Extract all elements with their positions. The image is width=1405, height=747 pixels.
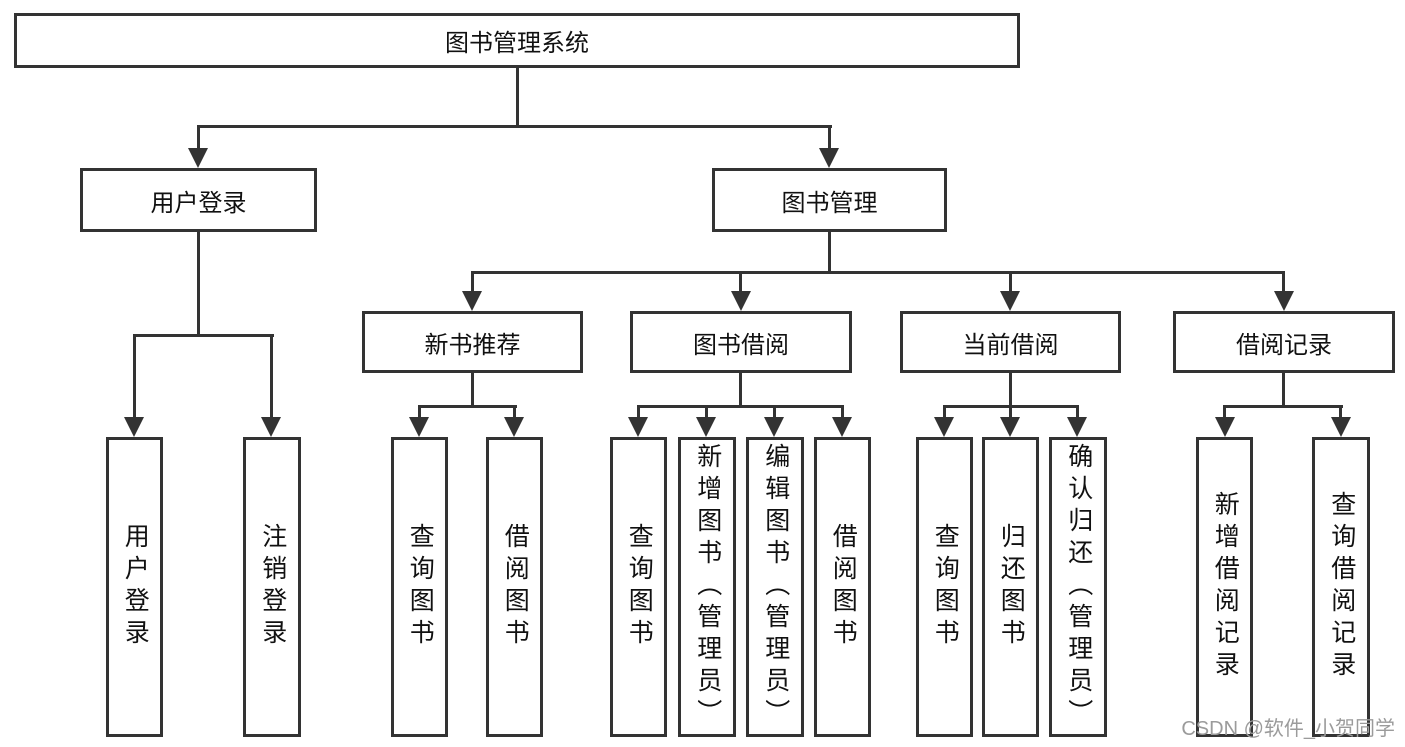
node-root-label: 图书管理系统 — [445, 30, 589, 57]
leaf-cb-query-books: 查询图书 — [916, 437, 973, 737]
leaf-logout: 注销登录 — [243, 437, 301, 737]
node-book-borrow: 图书借阅 — [630, 311, 852, 373]
node-new-books: 新书推荐 — [362, 311, 583, 373]
arrowhead-cb-confirm — [1067, 417, 1087, 437]
connector-drop-bb-add — [705, 405, 708, 419]
arrowhead-br-add — [1215, 417, 1235, 437]
arrowhead-bb-borrow — [832, 417, 852, 437]
arrowhead-nb-query — [409, 417, 429, 437]
node-current-borrow: 当前借阅 — [900, 311, 1121, 373]
connector-drop-nb-query — [418, 405, 421, 419]
connector-drop-logout-leaf — [270, 334, 273, 419]
leaf-user-login: 用户登录 — [106, 437, 163, 737]
arrowhead-cb-query — [934, 417, 954, 437]
node-book-borrow-label: 图书借阅 — [693, 331, 789, 359]
connector-book-mgmt-stem — [828, 232, 831, 271]
arrowhead-cb-return — [1000, 417, 1020, 437]
node-borrow-records-label: 借阅记录 — [1236, 331, 1332, 359]
leaf-nb-query-books: 查询图书 — [391, 437, 448, 737]
leaf-br-query-record: 查询借阅记录 — [1312, 437, 1370, 737]
leaf-bb-add-books-label: 新增图书（管理员） — [693, 443, 722, 731]
arrowhead-new-books — [462, 291, 482, 311]
arrowhead-records — [1274, 291, 1294, 311]
watermark: CSDN @软件_小贺同学 — [1181, 718, 1395, 740]
connector-root-stem — [516, 68, 519, 125]
arrowhead-bb-add — [696, 417, 716, 437]
leaf-nb-query-books-label: 查询图书 — [406, 523, 435, 651]
connector-drop-nb-borrow — [513, 405, 516, 419]
leaf-user-login-label: 用户登录 — [121, 523, 150, 651]
leaf-cb-return-books: 归还图书 — [982, 437, 1039, 737]
arrowhead-borrow — [731, 291, 751, 311]
arrowhead-logout-leaf — [261, 417, 281, 437]
connector-drop-borrow — [739, 271, 742, 293]
leaf-cb-return-books-label: 归还图书 — [997, 523, 1026, 651]
connector-drop-cb-query — [943, 405, 946, 419]
connector-root-rail — [197, 125, 832, 128]
node-current-borrow-label: 当前借阅 — [962, 331, 1059, 359]
connector-book-mgmt-rail — [471, 271, 1285, 274]
connector-drop-br-add — [1223, 405, 1226, 419]
leaf-br-add-record-label: 新增借阅记录 — [1211, 491, 1240, 683]
leaf-logout-label: 注销登录 — [258, 523, 287, 651]
arrowhead-book-mgmt — [819, 148, 839, 168]
connector-drop-login-leaf — [133, 334, 136, 419]
connector-records-stem — [1282, 373, 1285, 405]
node-book-mgmt-label: 图书管理 — [781, 189, 878, 217]
connector-drop-cb-confirm — [1076, 405, 1079, 419]
arrowhead-current — [1000, 291, 1020, 311]
arrowhead-bb-edit — [764, 417, 784, 437]
connector-book-borrow-stem — [739, 373, 742, 405]
node-user-login-label: 用户登录 — [150, 189, 247, 217]
leaf-cb-confirm-return-label: 确认归还（管理员） — [1064, 443, 1093, 731]
node-borrow-records: 借阅记录 — [1173, 311, 1395, 373]
leaf-bb-borrow-books-label: 借阅图书 — [829, 523, 858, 651]
node-new-books-label: 新书推荐 — [424, 331, 521, 359]
leaf-cb-confirm-return: 确认归还（管理员） — [1049, 437, 1107, 737]
connector-user-login-stem — [197, 232, 200, 334]
connector-drop-records — [1282, 271, 1285, 293]
connector-drop-bb-query — [637, 405, 640, 419]
connector-drop-current — [1009, 271, 1012, 293]
leaf-nb-borrow-books: 借阅图书 — [486, 437, 543, 737]
arrowhead-user-login — [188, 148, 208, 168]
node-root: 图书管理系统 — [14, 13, 1020, 68]
leaf-cb-query-books-label: 查询图书 — [931, 523, 960, 651]
connector-drop-bb-edit — [773, 405, 776, 419]
arrowhead-login-leaf — [124, 417, 144, 437]
connector-new-books-rail — [418, 405, 517, 408]
connector-drop-new-books — [471, 271, 474, 293]
connector-book-borrow-rail — [637, 405, 844, 408]
leaf-bb-query-books: 查询图书 — [610, 437, 667, 737]
leaf-bb-query-books-label: 查询图书 — [625, 523, 654, 651]
connector-records-rail — [1223, 405, 1343, 408]
node-user-login: 用户登录 — [80, 168, 317, 232]
leaf-br-add-record: 新增借阅记录 — [1196, 437, 1253, 737]
connector-drop-br-query — [1339, 405, 1342, 419]
leaf-br-query-record-label: 查询借阅记录 — [1327, 491, 1356, 683]
leaf-bb-edit-books: 编辑图书（管理员） — [746, 437, 804, 737]
connector-drop-cb-return — [1009, 405, 1012, 419]
leaf-bb-add-books: 新增图书（管理员） — [678, 437, 736, 737]
arrowhead-br-query — [1331, 417, 1351, 437]
connector-new-books-stem — [471, 373, 474, 405]
arrowhead-nb-borrow — [504, 417, 524, 437]
node-book-mgmt: 图书管理 — [712, 168, 947, 232]
leaf-bb-borrow-books: 借阅图书 — [814, 437, 871, 737]
connector-user-login-rail — [133, 334, 274, 337]
arrowhead-bb-query — [628, 417, 648, 437]
leaf-bb-edit-books-label: 编辑图书（管理员） — [761, 443, 790, 731]
connector-current-stem — [1009, 373, 1012, 405]
leaf-nb-borrow-books-label: 借阅图书 — [501, 523, 530, 651]
connector-drop-bb-borrow — [841, 405, 844, 419]
connector-drop-user-login — [197, 125, 200, 150]
connector-drop-book-mgmt — [828, 125, 831, 150]
